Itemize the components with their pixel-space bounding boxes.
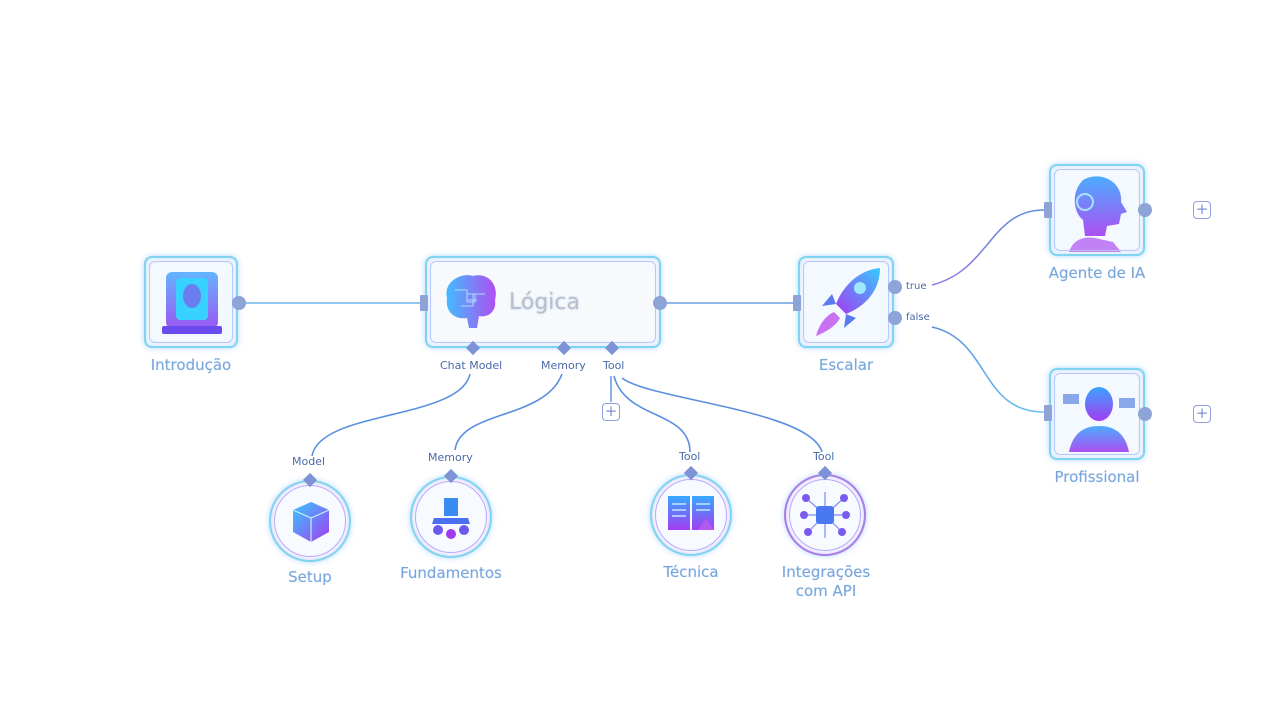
escalar-output-label-false: false: [906, 312, 930, 323]
node-introducao[interactable]: [144, 256, 238, 348]
escalar-false-handle[interactable]: [888, 311, 902, 325]
person-hologram-icon: [1063, 387, 1135, 452]
profissional-add-button[interactable]: +: [1193, 405, 1211, 423]
blocks-icon: [432, 498, 470, 539]
setup-connector-label: Model: [292, 455, 326, 468]
edge-escalar-false-profissional[interactable]: [931, 326, 1045, 413]
node-fundamentos[interactable]: [410, 476, 492, 558]
cube-icon: [292, 502, 330, 542]
node-label-integracoes-line2: com API: [795, 582, 857, 600]
node-label-profissional: Profissional: [1054, 468, 1140, 486]
agente-add-button[interactable]: +: [1193, 201, 1211, 219]
logica-input-label-memory: Memory: [541, 359, 586, 372]
edge-escalar-true-agente[interactable]: [931, 209, 1045, 286]
api-network-icon: [800, 492, 850, 538]
node-logica[interactable]: Lógica: [425, 256, 661, 348]
node-label-tecnica: Técnica: [663, 563, 719, 581]
node-label-introducao: Introdução: [150, 356, 232, 374]
node-label-integracoes-com-api: Integrações com API: [765, 563, 887, 601]
agente-output-handle[interactable]: [1138, 203, 1152, 217]
node-setup[interactable]: [269, 480, 351, 562]
introducao-output-handle[interactable]: [232, 296, 246, 310]
edge-chatmodel-setup[interactable]: [311, 373, 471, 457]
node-label-integracoes-line1: Integrações: [781, 563, 871, 581]
escalar-output-label-true: true: [906, 281, 927, 292]
logica-input-handle[interactable]: [420, 295, 428, 311]
escalar-input-handle[interactable]: [793, 295, 801, 311]
logica-input-label-tool: Tool: [603, 359, 625, 372]
node-title-logica: Lógica: [509, 290, 580, 315]
robot-head-icon: [1069, 176, 1127, 252]
fundamentos-connector-label: Memory: [428, 451, 473, 464]
brain-circuit-icon: [446, 275, 496, 328]
tecnica-connector-label: Tool: [679, 450, 701, 463]
node-escalar[interactable]: [798, 256, 894, 348]
logica-output-handle[interactable]: [653, 296, 667, 310]
logica-tool-add-button[interactable]: +: [602, 403, 620, 421]
document-chart-icon: [668, 496, 714, 530]
logica-input-label-chat-model: Chat Model: [440, 359, 503, 372]
profissional-input-handle[interactable]: [1044, 405, 1052, 421]
node-label-escalar: Escalar: [818, 356, 874, 374]
edge-tool-integracoes[interactable]: [621, 377, 823, 453]
rocket-icon: [816, 268, 880, 336]
integracoes-connector-label: Tool: [813, 450, 835, 463]
agente-input-handle[interactable]: [1044, 202, 1052, 218]
portal-door-icon: [162, 272, 222, 334]
node-agente-de-ia[interactable]: [1049, 164, 1145, 256]
edge-memory-fundamentos[interactable]: [454, 373, 563, 451]
escalar-true-handle[interactable]: [888, 280, 902, 294]
node-tecnica[interactable]: [650, 474, 732, 556]
profissional-output-handle[interactable]: [1138, 407, 1152, 421]
node-label-setup: Setup: [288, 568, 332, 586]
node-label-fundamentos: Fundamentos: [400, 564, 502, 582]
edge-tool-tecnica[interactable]: [613, 375, 691, 453]
node-label-agente-de-ia: Agente de IA: [1048, 264, 1146, 282]
node-profissional[interactable]: [1049, 368, 1145, 460]
node-integracoes-com-api[interactable]: [784, 474, 866, 556]
